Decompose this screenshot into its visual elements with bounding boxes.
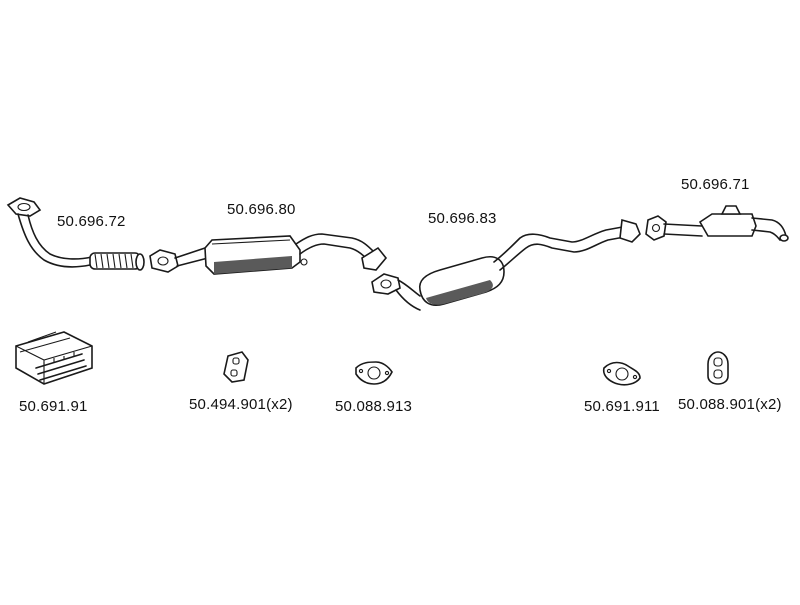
- gasket-b-drawing: [602, 361, 641, 386]
- part-number-mounting-kit: 50.691.91: [19, 398, 88, 415]
- mounting-kit-drawing: [15, 331, 93, 385]
- rubber-ring-drawing: [707, 351, 729, 385]
- front-pipe-drawing: [6, 197, 145, 271]
- part-number-catalytic-converter: 50.696.80: [227, 201, 296, 218]
- catalytic-converter-drawing: [149, 233, 388, 275]
- part-number-rubber-hanger: 50.494.901(x2): [189, 396, 293, 413]
- rubber-hanger-drawing: [223, 351, 249, 383]
- part-number-rubber-ring: 50.088.901(x2): [678, 396, 782, 413]
- part-number-gasket-a: 50.088.913: [335, 398, 413, 415]
- part-number-middle-silencer: 50.696.83: [428, 210, 497, 227]
- middle-silencer-drawing: [371, 218, 641, 311]
- part-number-front-pipe: 50.696.72: [57, 213, 126, 230]
- gasket-a-drawing: [355, 361, 393, 385]
- part-number-gasket-b: 50.691.911: [584, 398, 660, 415]
- part-number-rear-silencer: 50.696.71: [681, 176, 750, 193]
- rear-silencer-drawing: [645, 205, 789, 242]
